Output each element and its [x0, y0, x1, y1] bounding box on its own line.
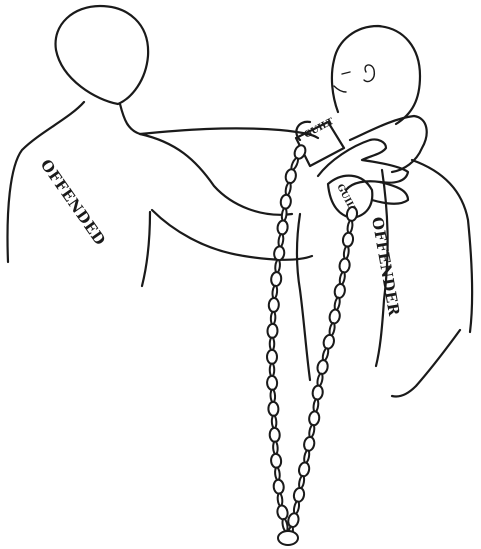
chain-link [278, 234, 284, 247]
offended-figure [8, 6, 318, 286]
offender-front [297, 214, 310, 380]
offended-torso-side [142, 212, 150, 286]
offender-arm [392, 330, 460, 397]
chain-link [285, 182, 292, 195]
chain-link [342, 232, 354, 247]
chain-link [270, 453, 281, 468]
offended-upper-arm-top [140, 128, 318, 138]
chain-link [322, 334, 335, 350]
chain-link [285, 168, 298, 184]
chain-link [308, 411, 320, 426]
chain-link [275, 467, 281, 480]
chain-link [270, 338, 275, 351]
chain-link [334, 297, 341, 310]
chain-link [273, 246, 285, 261]
chain-link [339, 272, 346, 285]
offender-eye [342, 72, 350, 74]
chain-link [343, 246, 349, 259]
offended-back [8, 102, 84, 262]
chain-link [287, 512, 300, 528]
offended-shoulder [120, 104, 292, 215]
chain-link [270, 272, 281, 287]
chain-link [272, 415, 277, 428]
offended-label: OFFENDED [37, 156, 110, 249]
chain-link [267, 350, 277, 364]
chain-link [298, 475, 305, 488]
offender-back [412, 160, 472, 332]
chain-link [276, 505, 289, 521]
chain-link [312, 385, 324, 400]
chain-link [267, 376, 278, 390]
chain-link [322, 348, 330, 361]
chain-link [316, 359, 329, 375]
chain-link [270, 389, 275, 402]
chain-link [268, 298, 279, 312]
chain-link [293, 487, 306, 503]
chain-link [267, 324, 278, 338]
chain-link [298, 462, 311, 478]
chain-link [347, 220, 353, 233]
chain-link [277, 220, 289, 235]
chain-link [339, 258, 351, 273]
chain-link [268, 402, 279, 416]
offended-arm-lower [152, 210, 312, 260]
offended-head [56, 6, 149, 104]
chain-link [275, 260, 281, 273]
chain-link [303, 436, 316, 452]
offender-label: OFFENDER [368, 216, 403, 318]
offender-head [332, 26, 420, 124]
chain-link [281, 208, 287, 221]
chain-link [271, 312, 276, 325]
chain-link [328, 309, 341, 325]
chain-link [269, 428, 280, 442]
chain-end-link [278, 531, 298, 545]
chain-link [273, 441, 278, 454]
chain-link [313, 399, 319, 412]
chain-link [277, 493, 283, 506]
offender-nose [334, 86, 346, 92]
chain-link [334, 283, 347, 299]
chain-link [272, 285, 278, 298]
chain-link [273, 479, 284, 494]
chain-link [280, 194, 292, 209]
chain-link [270, 364, 275, 377]
chain-link [303, 450, 310, 463]
chain-link [308, 424, 315, 437]
offender-ear [364, 65, 374, 82]
chain-link [317, 373, 324, 386]
chain-link [293, 501, 300, 514]
hand-fingers [372, 182, 408, 204]
